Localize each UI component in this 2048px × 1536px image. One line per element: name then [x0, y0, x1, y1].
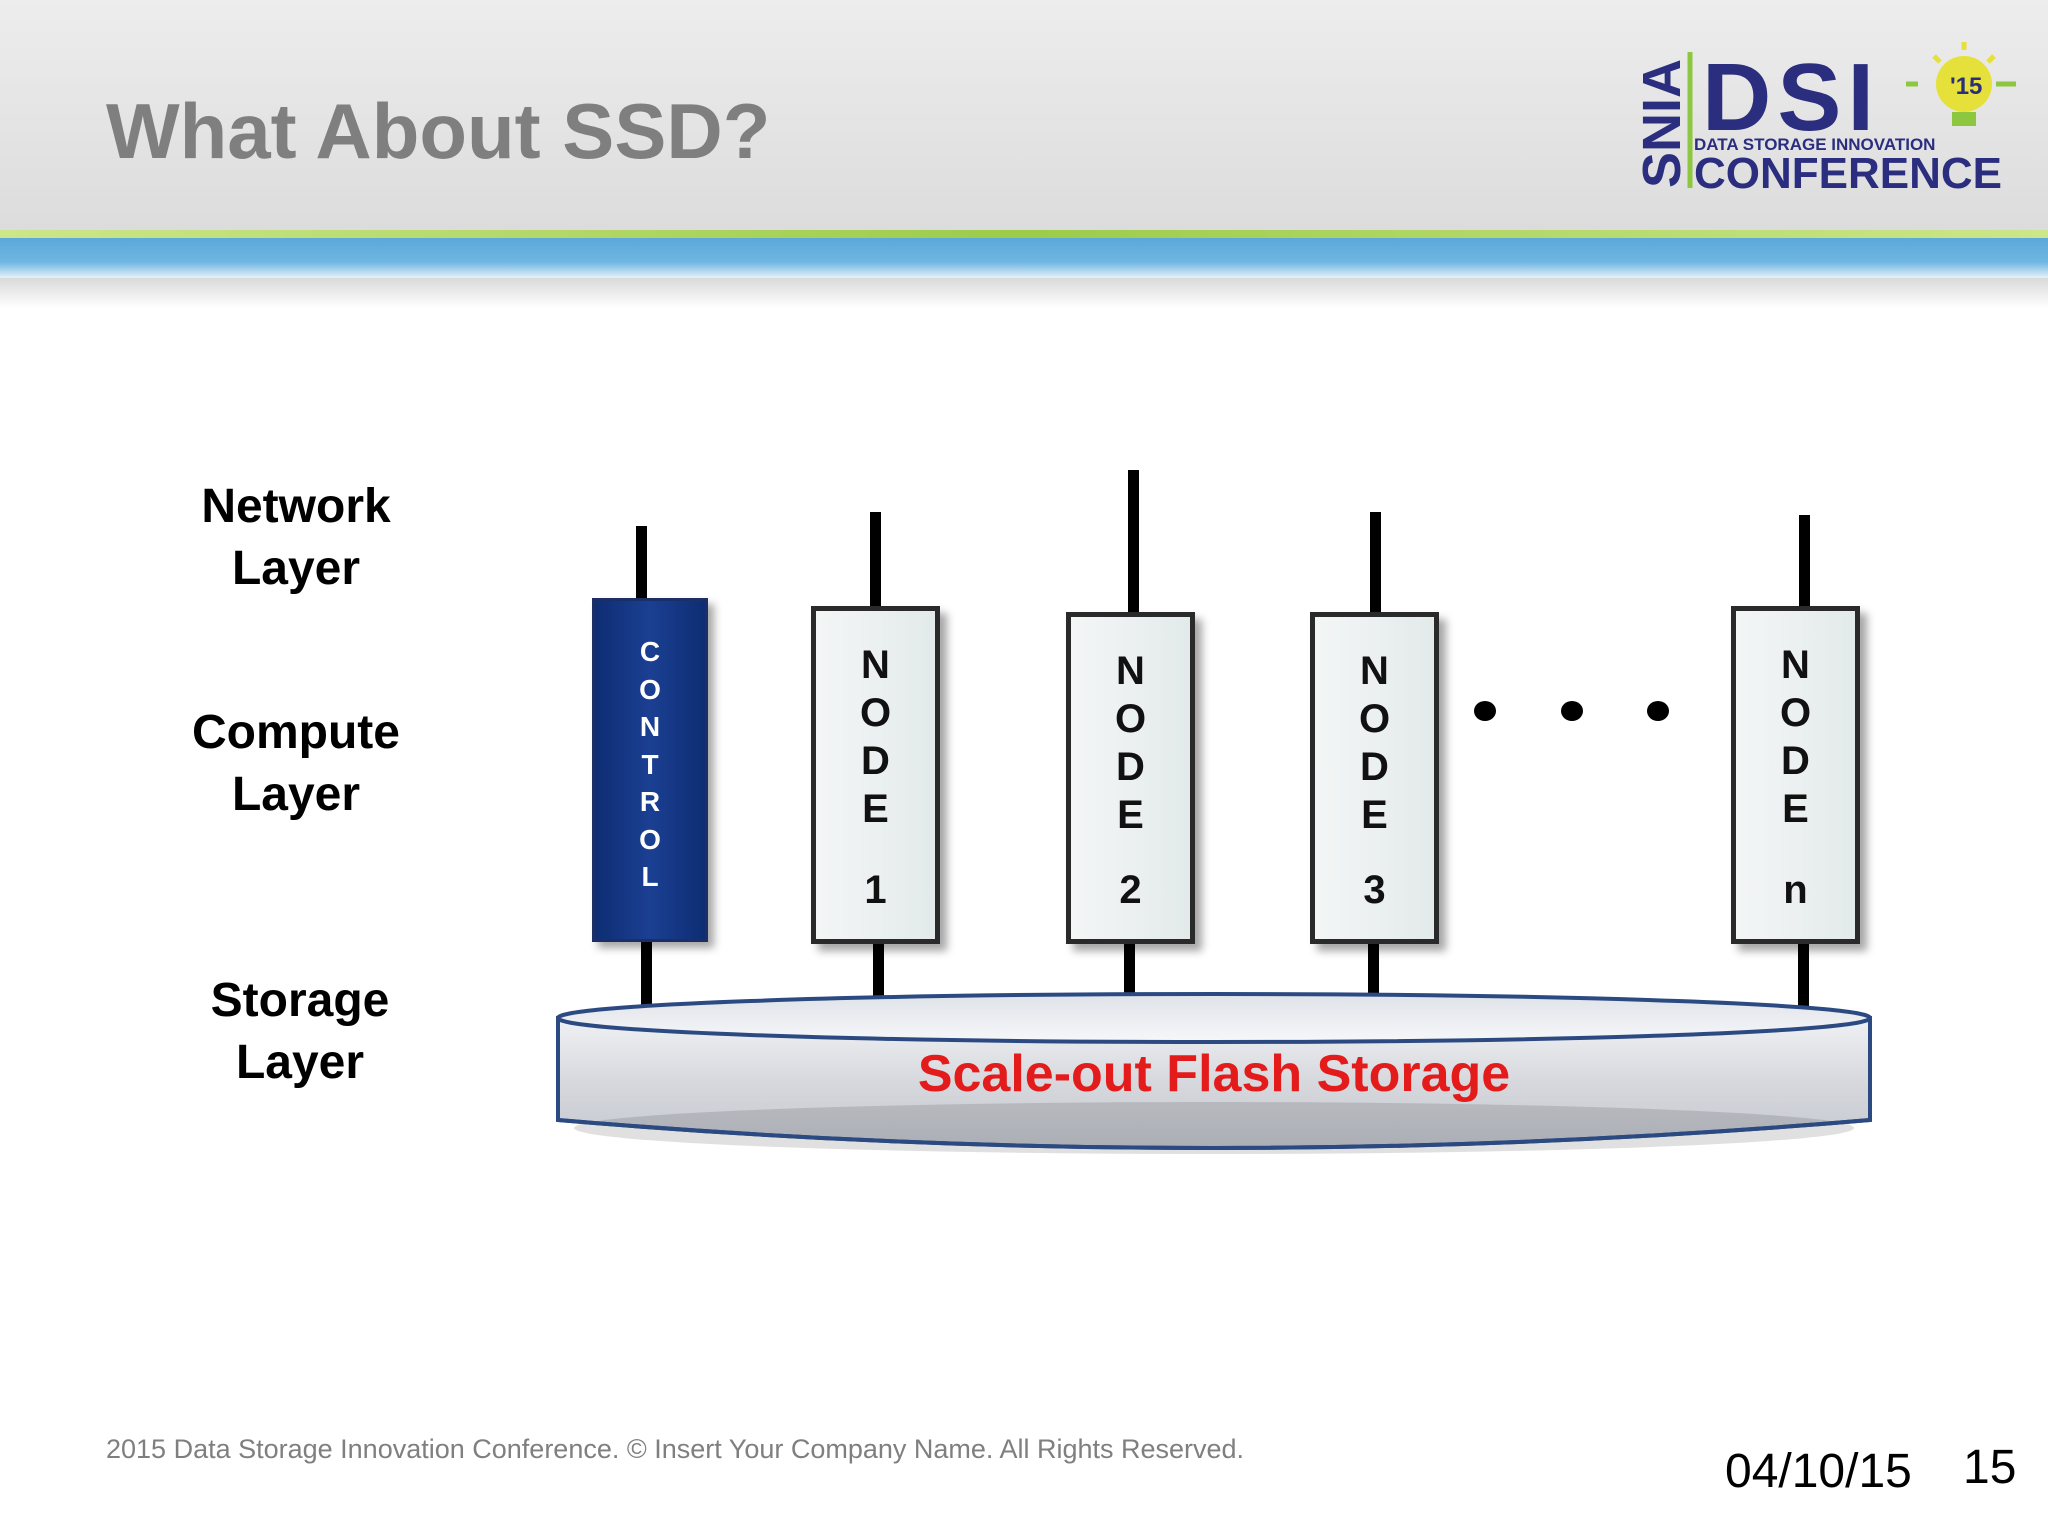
ellipsis-dot-2	[1561, 701, 1583, 721]
node-2-network-link	[1128, 470, 1139, 612]
control-label: C O N T R O L	[639, 636, 661, 892]
node-3-storage-link	[1368, 940, 1379, 1000]
logo-tagline: DATA STORAGE INNOVATION	[1694, 135, 1935, 154]
control-storage-link	[641, 940, 652, 1006]
control-network-link	[636, 526, 647, 598]
node-box-1: N O D E 1	[811, 606, 940, 944]
node-3-number: 3	[1363, 868, 1386, 912]
logo-brand: DSI	[1702, 44, 1880, 151]
node-box-3: N O D E 3	[1310, 612, 1439, 944]
ellipsis-dot-3	[1647, 701, 1669, 721]
node-n-network-link	[1799, 515, 1810, 608]
node-1-number: 1	[864, 868, 887, 912]
header-shadow	[0, 278, 2048, 308]
lightbulb-icon: '15	[1906, 42, 2016, 126]
storage-disk	[556, 992, 1872, 1154]
node-2-storage-link	[1124, 940, 1135, 1000]
header-stripe-blue	[0, 238, 2048, 278]
storage-layer-label: Storage Layer	[210, 974, 390, 1089]
node-n-number: n	[1783, 868, 1808, 912]
node-box-n: N O D E n	[1731, 606, 1860, 944]
page-number: 15	[1963, 1441, 2017, 1494]
node-1-letters: N O D E	[859, 643, 892, 831]
logo-year: '15	[1950, 73, 1982, 100]
node-1-storage-link	[873, 940, 884, 1006]
footer-copyright: 2015 Data Storage Innovation Conference.…	[106, 1434, 1245, 1464]
node-3-network-link	[1370, 512, 1381, 612]
compute-layer-label: Compute Layer	[192, 706, 400, 821]
node-3-letters: N O D E	[1358, 649, 1391, 837]
ellipsis-dot-1	[1474, 701, 1496, 721]
node-n-letters: N O D E	[1779, 643, 1812, 831]
header-band	[0, 0, 2048, 232]
node-n-storage-link	[1798, 940, 1809, 1006]
control-box: C O N T R O L	[592, 598, 708, 942]
storage-label: Scale-out Flash Storage	[917, 1045, 1511, 1103]
node-1-network-link	[870, 512, 881, 608]
node-box-2: N O D E 2	[1066, 612, 1195, 944]
slide-title: What About SSD?	[106, 87, 771, 175]
network-layer-label: Network Layer	[201, 480, 391, 595]
node-2-letters: N O D E	[1114, 649, 1147, 837]
logo-conference: CONFERENCE	[1694, 149, 2002, 198]
snia-dsi-logo: SNIA DSI '15 DATA STORAGE INNOVATION CON…	[1632, 42, 2016, 198]
slide-date: 04/10/15	[1725, 1445, 1912, 1498]
logo-org: SNIA	[1632, 59, 1692, 188]
node-2-number: 2	[1119, 868, 1142, 912]
header-stripe-green	[0, 230, 2048, 238]
